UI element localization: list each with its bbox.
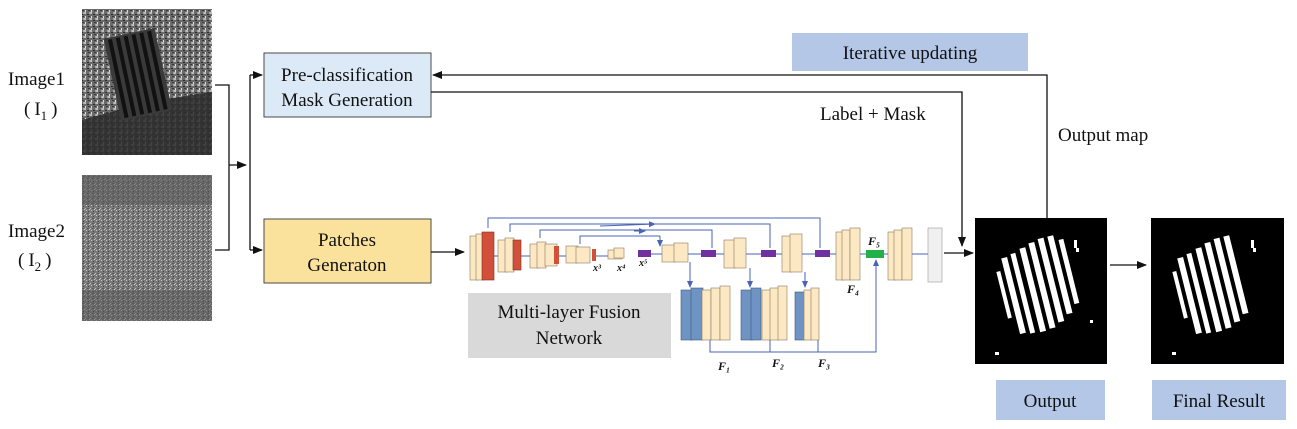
output-map-image [975, 218, 1107, 364]
fusion-label-f5: F₅ [867, 234, 880, 248]
decoder-block-2 [723, 237, 747, 269]
decoder-block-3 [781, 233, 803, 273]
encoder-block-5 [607, 247, 625, 260]
label-mask-arrow [431, 91, 966, 247]
decoder-block-4 [835, 227, 861, 281]
fuse-block-green [866, 250, 884, 258]
network-label-line1: Multi-layer Fusion [497, 302, 641, 323]
fusion-label-f1: F₁ [717, 359, 730, 373]
pool-block-2 [701, 250, 716, 257]
iterative-updating-label: Iterative updating [843, 43, 978, 64]
patches-line2: Generaton [307, 255, 387, 276]
output-head-block [887, 227, 943, 283]
skip-label-x5: x⁵ [638, 258, 648, 269]
skip-label-x4: x⁴ [616, 263, 626, 274]
network-label-box [468, 293, 671, 358]
preclassification-line2: Mask Generation [281, 90, 413, 111]
fusion-stack-1 [680, 285, 731, 341]
output-label: Output [1024, 391, 1078, 412]
image1-label: Image1 [8, 69, 65, 90]
fusion-label-f4: F₄ [846, 282, 859, 296]
fusion-stack-3 [794, 287, 820, 341]
final-result-label: Final Result [1173, 391, 1266, 412]
image1-symbol-sub: 1 [41, 108, 48, 123]
encoder-block-1 [469, 231, 495, 281]
preclassification-line1: Pre-classification [281, 65, 413, 86]
network-label-line2: Network [536, 328, 603, 349]
pool-block-3 [761, 250, 776, 257]
image2-symbol: (I2) [18, 250, 51, 274]
patches-generation-box [263, 218, 432, 284]
encoder-block-2 [497, 237, 522, 273]
image2-symbol-letter: I [28, 250, 34, 271]
iterative-updating-box [792, 33, 1028, 71]
feedback-arrow [432, 71, 1048, 220]
image2-thumbnail [82, 175, 212, 321]
patches-line1: Patches [318, 230, 376, 251]
output-label-box [996, 380, 1105, 420]
image1-thumbnail [82, 9, 212, 155]
pool-block-4 [815, 250, 830, 257]
fusion-label-f3: F₃ [817, 356, 830, 370]
final-result-label-box [1152, 380, 1286, 420]
image2-label: Image2 [8, 221, 65, 242]
image1-symbol: (I1) [24, 99, 57, 123]
preclassification-box [263, 52, 432, 118]
final-result-image [1151, 218, 1284, 364]
skip-label-x3: x³ [592, 263, 602, 274]
decoder-block-1 [661, 242, 689, 263]
fusion-stack-2 [740, 285, 788, 341]
label-mask-label: Label + Mask [820, 104, 926, 125]
fusion-label-f2: F₂ [771, 356, 784, 370]
input-merge-connector [215, 71, 263, 254]
pool-block-1 [638, 250, 651, 257]
image1-symbol-letter: I [34, 99, 40, 120]
encoder-block-4 [565, 245, 596, 264]
encoder-block-3 [529, 241, 559, 269]
network-architecture: x³ x⁴ x⁵ [469, 217, 943, 373]
image2-symbol-sub: 2 [35, 259, 42, 274]
output-map-label: Output map [1058, 125, 1148, 146]
